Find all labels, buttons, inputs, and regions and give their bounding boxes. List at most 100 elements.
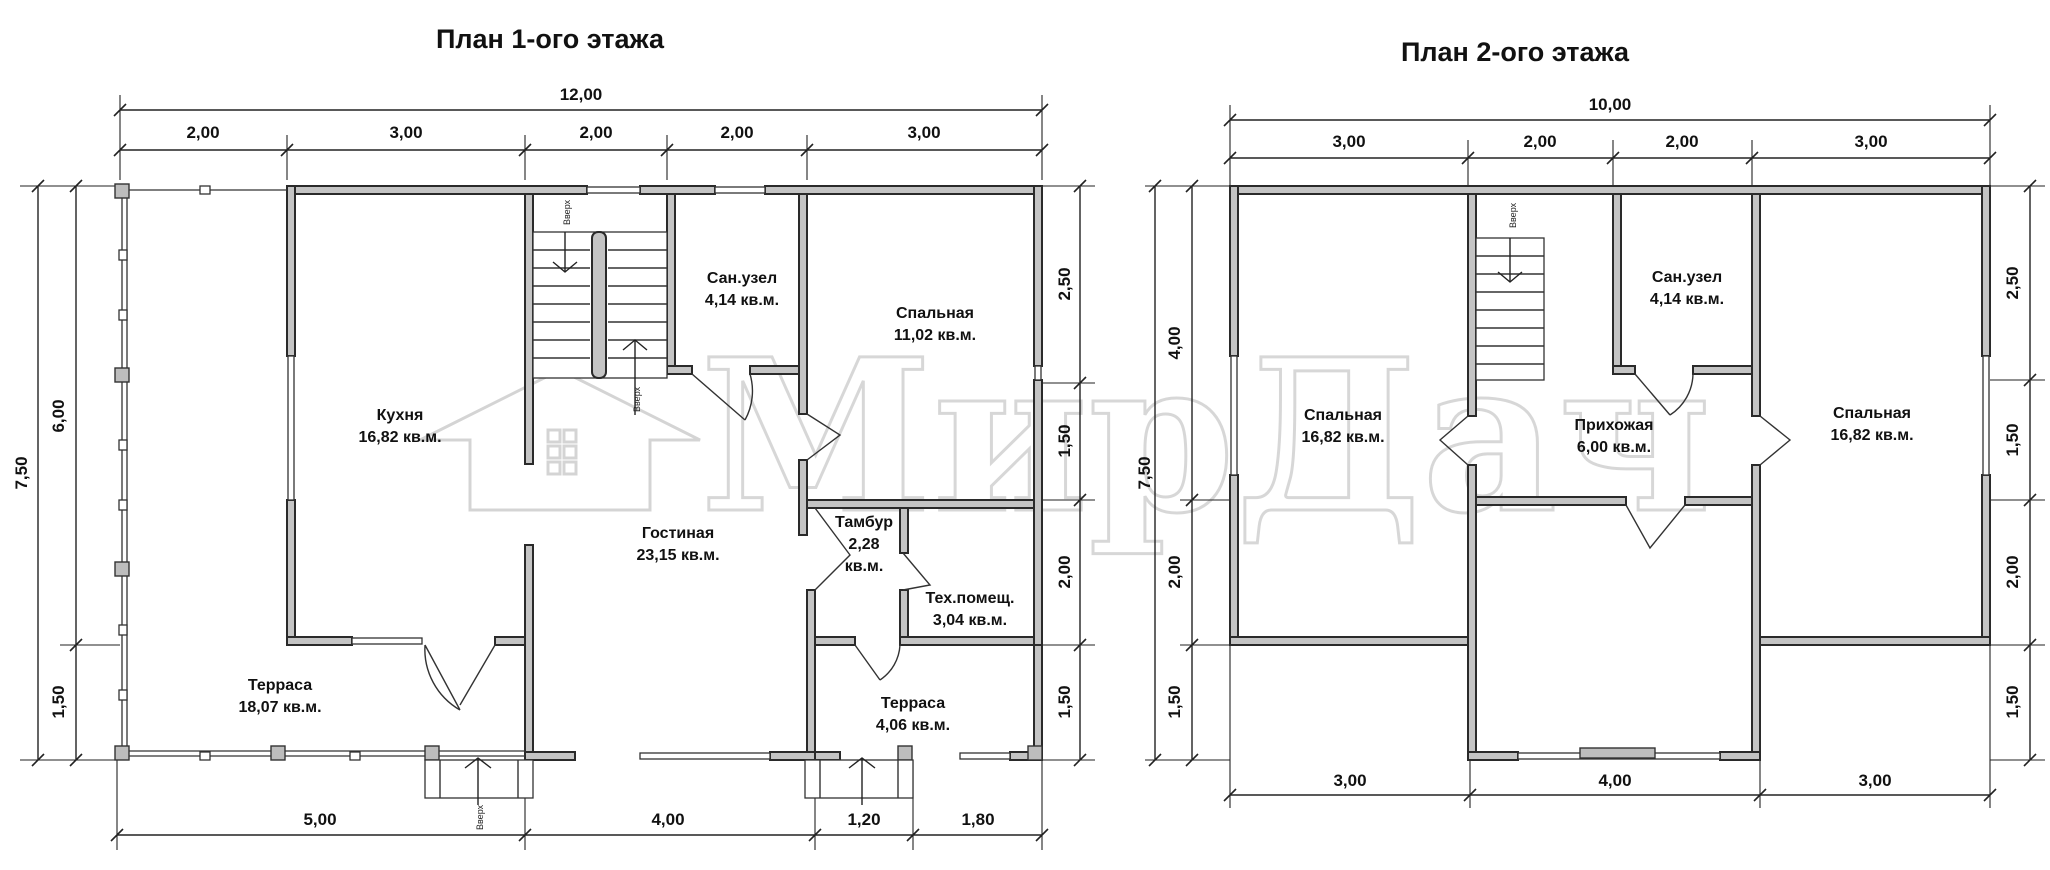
door-swing <box>459 644 496 706</box>
room-living-area: 23,15 кв.м. <box>636 547 719 564</box>
window <box>1034 365 1042 381</box>
room-bath-name: Сан.узел <box>707 270 777 287</box>
plan-1-dim-bottom-2: 4,00 <box>651 810 684 829</box>
plan-1-dim-bottom-1: 5,00 <box>303 810 336 829</box>
plan-2-dim-left-2: 2,00 <box>1165 555 1184 588</box>
plan-1-dim-right-4: 1,50 <box>1055 685 1074 718</box>
room-bedroom-right-name: Спальная <box>1833 405 1911 422</box>
stair-up-label: Вверх <box>1508 202 1518 228</box>
plan-2-room-labels: Спальная 16,82 кв.м. Сан.узел 4,14 кв.м.… <box>1301 269 1913 456</box>
door-swing <box>1625 504 1686 550</box>
plan-1-dim-top-total: 12,00 <box>560 85 603 104</box>
plan-2-dim-left-1: 4,00 <box>1165 326 1184 359</box>
room-bedroom-name: Спальная <box>896 305 974 322</box>
stair-up-label: Вверх <box>562 199 572 225</box>
plan-2-title: План 2-ого этажа <box>1401 37 1630 67</box>
plan-2-bottom-dimensions: 3,00 4,00 3,00 <box>1223 645 1997 808</box>
plan-1-room-labels: Кухня 16,82 кв.м. Сан.узел 4,14 кв.м. Сп… <box>238 270 1014 734</box>
plan-2-staircase: Вверх <box>1475 202 1545 381</box>
room-vestibule-area: 2,28 <box>848 536 879 553</box>
plan-2-dim-top-total: 10,00 <box>1589 95 1632 114</box>
room-hall-area: 6,00 кв.м. <box>1577 439 1651 456</box>
window <box>959 752 1011 760</box>
plan-2-doors <box>1438 373 1792 550</box>
plan-2-left-dimensions: 7,50 4,00 2,00 1,50 <box>1135 179 1230 767</box>
plan-1-porch-steps: Вверх <box>424 757 914 830</box>
door-swing <box>854 644 901 681</box>
plan-1-dim-right-2: 1,50 <box>1055 424 1074 457</box>
plan-2-right-dimensions: 2,50 1,50 2,00 1,50 <box>1990 179 2045 767</box>
plan-1-left-dimensions: 7,50 6,00 1,50 <box>12 179 120 767</box>
room-terrace-left-name: Терраса <box>248 677 312 694</box>
plan-1-dim-top-2: 3,00 <box>389 123 422 142</box>
plan-1: План 1-ого этажа 12,00 2,00 3,00 2,00 2,… <box>12 24 1095 850</box>
window <box>639 752 771 760</box>
room-bath-area: 4,14 кв.м. <box>1650 291 1724 308</box>
door-swing <box>1634 373 1694 416</box>
room-bedroom-right-area: 16,82 кв.м. <box>1830 427 1913 444</box>
plan-1-dim-right-1: 2,50 <box>1055 267 1074 300</box>
plan-2-dim-bottom-1: 3,00 <box>1333 771 1366 790</box>
door-swing <box>1438 415 1469 466</box>
room-bedroom-area: 11,02 кв.м. <box>894 327 976 344</box>
plan-2-dim-top-4: 3,00 <box>1854 132 1887 151</box>
plan-1-dim-top-4: 2,00 <box>720 123 753 142</box>
plan-2-windows <box>1230 355 1990 760</box>
plan-2-walls <box>1229 185 1991 761</box>
window <box>714 186 766 194</box>
window <box>287 355 295 501</box>
watermark-house-icon <box>419 368 701 512</box>
plan-2-dim-bottom-2: 4,00 <box>1598 771 1631 790</box>
plan-2-dim-top-3: 2,00 <box>1665 132 1698 151</box>
room-kitchen-name: Кухня <box>377 407 424 424</box>
plan-1-title: План 1-ого этажа <box>436 24 665 54</box>
room-bath-name: Сан.узел <box>1652 269 1722 286</box>
plan-1-dim-left-2: 1,50 <box>49 685 68 718</box>
window <box>351 637 423 645</box>
plan-1-windows <box>287 186 1043 761</box>
room-bedroom-left-name: Спальная <box>1304 407 1382 424</box>
room-terrace-left-area: 18,07 кв.м. <box>238 699 321 716</box>
plan-1-dim-top-1: 2,00 <box>186 123 219 142</box>
plan-1-doors <box>424 373 932 711</box>
door-swing <box>691 373 754 421</box>
door-swing <box>814 507 851 591</box>
plan-1-dim-bottom-3: 1,20 <box>847 810 880 829</box>
plan-2-top-dimensions: 10,00 3,00 2,00 2,00 3,00 <box>1223 95 1997 185</box>
plan-1-right-dimensions: 2,50 1,50 2,00 1,50 <box>1042 179 1095 767</box>
door-swing <box>806 413 842 461</box>
room-terrace-right-name: Терраса <box>881 695 945 712</box>
plan-1-dim-top-5: 3,00 <box>907 123 940 142</box>
plan-1-staircase: Вверх Вверх <box>532 199 668 415</box>
room-vestibule-name: Тамбур <box>835 514 893 531</box>
plan-2-dim-right-1: 2,50 <box>2003 266 2022 299</box>
plan-2-dim-left-total: 7,50 <box>1135 456 1154 489</box>
plan-1-terrace-railing <box>114 183 525 761</box>
room-living-name: Гостиная <box>642 525 714 542</box>
room-kitchen-area: 16,82 кв.м. <box>358 429 441 446</box>
plan-2-dim-top-1: 3,00 <box>1332 132 1365 151</box>
window <box>586 186 641 194</box>
plan-2-dim-top-2: 2,00 <box>1523 132 1556 151</box>
room-bath-area: 4,14 кв.м. <box>705 292 779 309</box>
room-bedroom-left-area: 16,82 кв.м. <box>1301 429 1384 446</box>
plan-1-dim-bottom-4: 1,80 <box>961 810 994 829</box>
room-terrace-right-area: 4,06 кв.м. <box>876 717 950 734</box>
plan-2-dim-right-2: 1,50 <box>2003 423 2022 456</box>
plan-2-dim-left-3: 1,50 <box>1165 685 1184 718</box>
room-tech-area: 3,04 кв.м. <box>933 612 1007 629</box>
porch-up-label: Вверх <box>475 804 485 830</box>
plan-2: План 2-ого этажа 10,00 3,00 2,00 2,00 3,… <box>1135 37 2045 808</box>
plan-1-dim-left-total: 7,50 <box>12 456 31 489</box>
door-swing <box>1759 415 1792 466</box>
room-tech-name: Тех.помещ. <box>926 590 1015 607</box>
window <box>1230 355 1238 476</box>
plan-2-dim-right-4: 1,50 <box>2003 685 2022 718</box>
window <box>1982 355 1990 476</box>
door-swing <box>424 644 461 711</box>
stair-up-label: Вверх <box>632 386 642 412</box>
room-vestibule-unit: кв.м. <box>845 558 884 575</box>
plan-1-top-dimensions: 12,00 2,00 3,00 2,00 2,00 3,00 <box>113 85 1049 180</box>
plan-1-dim-left-1: 6,00 <box>49 399 68 432</box>
